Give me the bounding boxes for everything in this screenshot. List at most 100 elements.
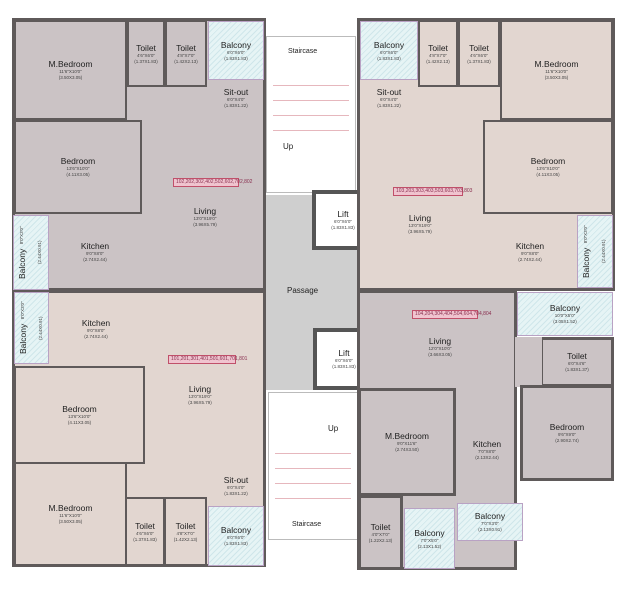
room-dims: 6'0"X4'6" xyxy=(568,361,586,366)
room-dims: 9'0"X8'0" xyxy=(86,251,104,256)
room-dims: 7'0"X5'0" xyxy=(420,537,439,543)
room-area: (4.11X3.05) xyxy=(66,172,90,177)
room-dims: 4'6"X6'0" xyxy=(136,530,154,536)
room-dims: 6'0"X6'0" xyxy=(335,358,353,363)
room-name: Toilet xyxy=(567,351,587,361)
room-name: M.Bedroom xyxy=(385,431,429,441)
room-dims: 7'0"X8'0" xyxy=(478,449,496,454)
room-area: (1.42X2.13) xyxy=(174,58,198,64)
room-name: Kitchen xyxy=(80,241,110,251)
room-dims: 6'0"X4'0" xyxy=(227,97,245,102)
room-dims: 12'0"X10'0" xyxy=(428,346,452,351)
room-name: M.Bedroom xyxy=(48,59,93,69)
room-area: (2.74X3.50) xyxy=(395,447,419,452)
room-dims: 8'0"X3'0" xyxy=(583,225,588,244)
room-name: Living xyxy=(193,206,217,216)
room-dims: 13'6"X10'0" xyxy=(536,166,560,171)
room-name: Balcony xyxy=(373,39,405,50)
room-name: Toilet xyxy=(135,520,155,531)
room-dims: 4'0"X7'0" xyxy=(371,531,390,537)
staircase-top-label: Staircase xyxy=(288,48,318,55)
room-name: Balcony xyxy=(414,527,445,538)
room-name: Living xyxy=(188,384,212,394)
room-name: Bedroom xyxy=(530,156,566,166)
room-name: Lift xyxy=(338,348,350,358)
room-name: Toilet xyxy=(175,520,196,531)
room-dims: 4'8"X7'0" xyxy=(429,52,447,58)
room-area: (1.22X2.13) xyxy=(368,537,393,543)
up-bottom-label: Up xyxy=(328,424,339,433)
room-name: Balcony xyxy=(220,39,252,50)
room-dims: 11'6"X10'0" xyxy=(59,513,82,518)
room-area: (2.13X2.44) xyxy=(475,455,499,460)
room-name: Kitchen xyxy=(472,439,502,449)
room-dims: 4'8"X7'0" xyxy=(177,52,195,58)
room-area: (1.83X1.83) xyxy=(224,55,248,61)
flat-numbers-tag: 104,204,304,404,504,604,704,804 xyxy=(412,310,491,319)
room-dims: 6'0"X4'0" xyxy=(380,97,398,102)
room-area: (2.13X1.52) xyxy=(417,543,442,549)
room-area: (3.66X3.05) xyxy=(428,352,452,357)
room-area: (1.83X1.22) xyxy=(377,103,401,108)
room-area: (3.50X3.05) xyxy=(544,75,569,80)
room-name: Sit-out xyxy=(376,87,402,97)
room-name: Balcony xyxy=(17,324,28,355)
flat-numbers-tag: 102,202,302,402,502,602,702,802 xyxy=(173,178,252,187)
room-name: Toilet xyxy=(469,42,489,53)
room-area: (1.37X1.83) xyxy=(134,58,158,64)
room-dims: 6'0"X6'0" xyxy=(380,49,398,55)
room-name: Balcony xyxy=(474,511,506,521)
room-dims: 13'0"X19'0" xyxy=(193,216,217,221)
staircase-bottom xyxy=(268,392,358,540)
room-name: Bedroom xyxy=(549,422,585,432)
room-dims: 13'6"X10'0" xyxy=(66,166,90,171)
room-dims: 9'0"X11'6" xyxy=(396,441,418,446)
room-name: Balcony xyxy=(549,303,581,313)
room-dims: 9'0"X8'0" xyxy=(521,251,539,256)
room-area: (1.83X1.83) xyxy=(331,225,355,230)
room-area: (2.90X2.74) xyxy=(555,438,579,443)
room-name: Sit-out xyxy=(223,87,249,97)
room-area: (2.44X0.91) xyxy=(37,240,42,265)
room-name: Toilet xyxy=(136,42,156,53)
room-dims: 13'6"X10'0" xyxy=(68,414,91,419)
room-name: Sit-out xyxy=(223,475,249,485)
room-area: (2.13X0.91) xyxy=(478,527,502,532)
room-area: (3.05X1.52) xyxy=(553,319,577,324)
room-name: Balcony xyxy=(581,247,591,278)
room-dims: 7'0"X3'0" xyxy=(481,521,499,526)
room-area: (1.83X1.83) xyxy=(377,55,401,61)
room-dims: 9'0"X8'0" xyxy=(87,328,105,333)
room-dims: 13'0"X19'0" xyxy=(188,394,212,399)
room-area: (3.50X3.05) xyxy=(58,75,83,80)
room-dims: 8'0"X3'0" xyxy=(19,226,24,245)
room-dims: 11'6"X10'0" xyxy=(59,69,82,74)
room-dims: 4'6"X6'0" xyxy=(470,52,488,58)
room-dims: 6'0"X4'0" xyxy=(227,485,245,490)
room-dims: 6'0"X6'0" xyxy=(334,219,352,224)
room-area: (2.44X0.91) xyxy=(37,316,43,340)
room-dims: 8'0"X3'0" xyxy=(19,301,25,320)
room-area: (1.83X1.22) xyxy=(224,103,248,108)
room-area: (1.83X1.83) xyxy=(332,364,356,369)
